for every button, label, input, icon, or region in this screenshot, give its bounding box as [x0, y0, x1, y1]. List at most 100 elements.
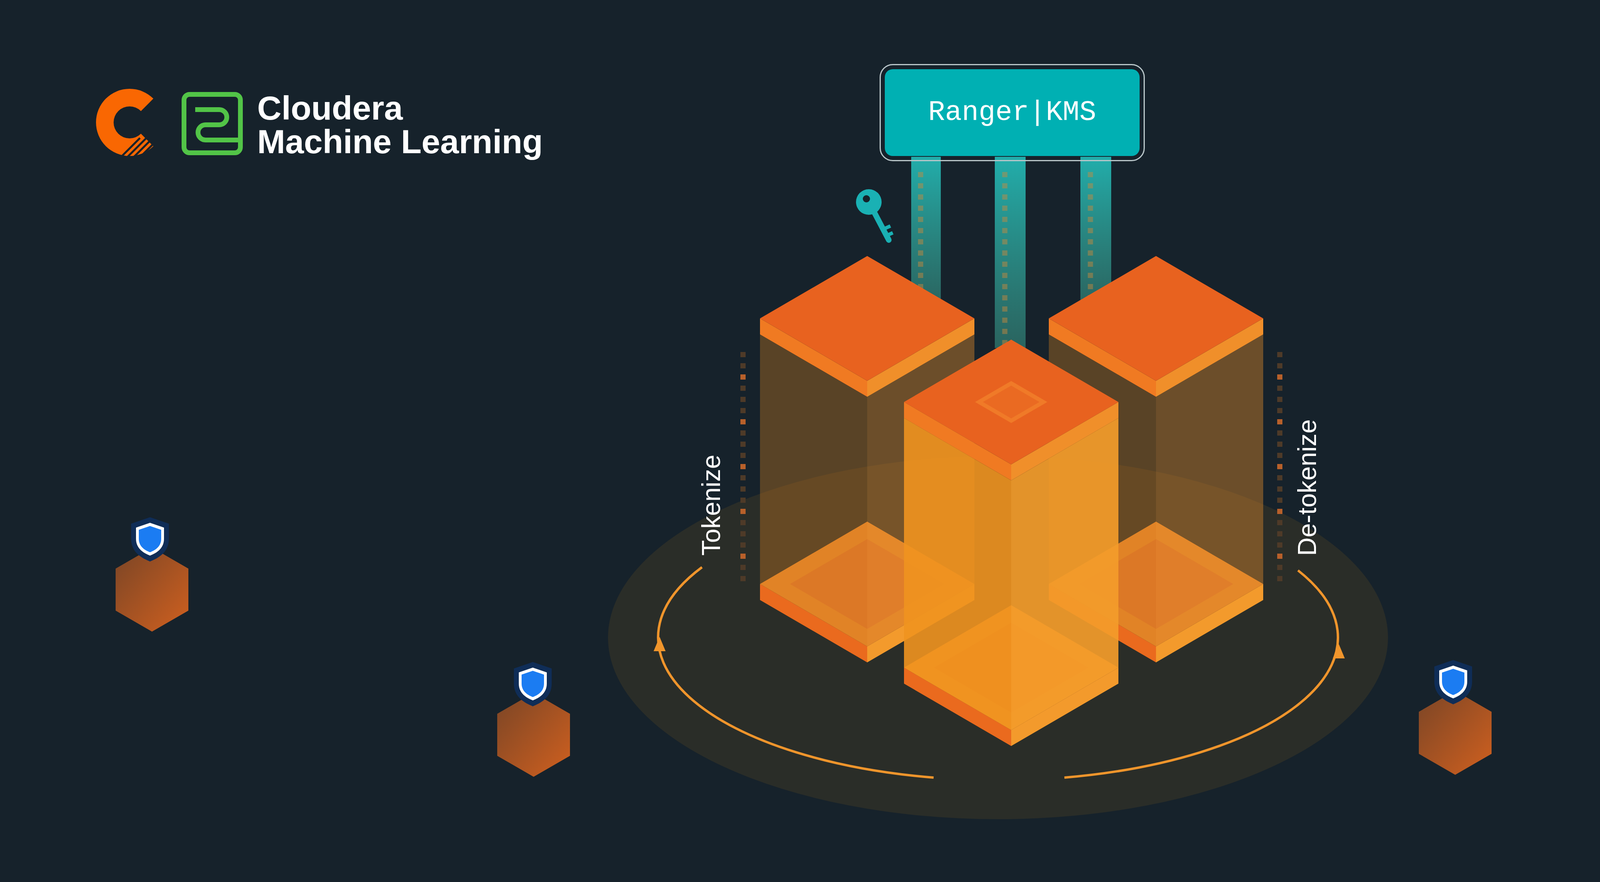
beam-dot	[1002, 284, 1008, 290]
dot-column	[1277, 430, 1283, 436]
beam-dot	[1088, 205, 1094, 211]
key-service-box: Ranger|KMS	[884, 69, 1140, 156]
block-slab-top	[904, 339, 1119, 465]
logo-stripe	[145, 138, 166, 158]
product-icon	[184, 94, 241, 153]
arrow-head	[653, 636, 666, 652]
beam-dot	[918, 228, 924, 234]
dot-column	[740, 352, 746, 358]
dot-column	[1277, 363, 1283, 369]
dot-column	[740, 475, 746, 481]
dot-column	[1277, 520, 1283, 526]
dot-column	[1277, 497, 1283, 503]
dot-column	[740, 396, 746, 402]
beam-dot	[1088, 250, 1094, 256]
dot-column	[1277, 408, 1283, 414]
beam-dot	[1002, 272, 1008, 278]
beam-dot	[1002, 172, 1008, 178]
dot-column	[740, 452, 746, 458]
key-icon	[856, 189, 893, 240]
dot-column	[740, 497, 746, 503]
dot-column	[740, 508, 746, 514]
dot-column	[1277, 553, 1283, 559]
dot-column	[740, 464, 746, 470]
beam-dot	[918, 172, 924, 178]
beam-dot	[1088, 228, 1094, 234]
block-slab-top	[760, 256, 975, 381]
beam-dot	[1088, 239, 1094, 245]
beam-dot	[1002, 183, 1008, 189]
dot-column	[740, 576, 746, 582]
step-label: De-tokenize	[1292, 419, 1322, 556]
dot-column	[740, 553, 746, 559]
beam-dot	[1002, 317, 1008, 323]
dot-column	[1277, 564, 1283, 570]
beam-dot	[1002, 295, 1008, 301]
dot-column	[740, 486, 746, 492]
beam-dot	[1002, 250, 1008, 256]
dot-column	[740, 520, 746, 526]
logo-text: Cloudera	[257, 88, 403, 128]
beam-dot	[1002, 228, 1008, 234]
dot-column	[1277, 486, 1283, 492]
dot-column	[1277, 531, 1283, 537]
beam-dot	[1088, 272, 1094, 278]
cycle-arc	[1064, 570, 1338, 778]
shield-icon	[131, 517, 170, 562]
beam-dot	[918, 261, 924, 267]
beam-dot	[1002, 205, 1008, 211]
shield-icon	[1434, 660, 1473, 705]
beam-dot	[1088, 183, 1094, 189]
beam-dot	[1002, 261, 1008, 267]
dot-column	[740, 374, 746, 380]
dot-column	[1277, 576, 1283, 582]
beam-dot	[1002, 306, 1008, 312]
beam-dot	[918, 239, 924, 245]
beam-dot	[918, 216, 924, 222]
dot-column	[1277, 441, 1283, 447]
beam-dot	[1088, 261, 1094, 267]
dot-column	[740, 363, 746, 369]
dot-column	[1277, 419, 1283, 425]
dot-column	[1277, 542, 1283, 548]
dot-column	[1277, 396, 1283, 402]
dot-column	[740, 385, 746, 391]
product-icon-path	[195, 109, 241, 140]
dot-column	[1277, 464, 1283, 470]
dot-column	[1277, 352, 1283, 358]
dot-column	[1277, 452, 1283, 458]
dot-column	[740, 430, 746, 436]
block-inset	[979, 383, 1044, 421]
beam-dot	[1002, 194, 1008, 200]
beam-dot	[1002, 216, 1008, 222]
beam-dot	[1088, 284, 1094, 290]
beam-dot	[918, 205, 924, 211]
dot-column	[740, 441, 746, 447]
dot-column	[740, 564, 746, 570]
dot-column	[740, 531, 746, 537]
shield-icon	[514, 662, 552, 707]
step-label: Tokenize	[696, 454, 726, 556]
dot-column	[1277, 374, 1283, 380]
dot-column	[1277, 385, 1283, 391]
dot-column	[1277, 508, 1283, 514]
beam-dot	[918, 183, 924, 189]
arrow-head	[1332, 644, 1345, 659]
beam-dot	[1088, 172, 1094, 178]
beam-dot	[918, 272, 924, 278]
block-slab-top	[1048, 256, 1264, 381]
dot-column	[740, 542, 746, 548]
box-label: Ranger|KMS	[928, 96, 1096, 129]
beam-dot	[1088, 216, 1094, 222]
dot-column	[1277, 475, 1283, 481]
dot-column	[740, 419, 746, 425]
beam-dot	[1088, 194, 1094, 200]
key-beam	[994, 156, 1026, 348]
beam-dot	[918, 250, 924, 256]
beam-dot	[918, 194, 924, 200]
dot-column	[740, 408, 746, 414]
beam-dot	[1002, 328, 1008, 334]
cycle-arc	[658, 567, 934, 778]
